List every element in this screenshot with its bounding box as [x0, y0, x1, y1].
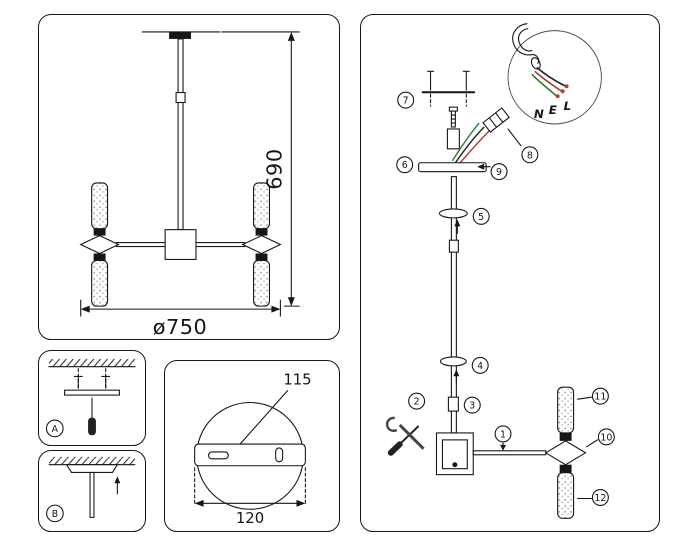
threaded-stud	[448, 106, 458, 128]
wire-ends	[531, 66, 569, 99]
canopy	[65, 464, 119, 473]
svg-text:2: 2	[414, 397, 420, 408]
left-lamp-pair	[79, 182, 120, 307]
mounting-screws	[73, 375, 111, 389]
height-dimension	[221, 31, 300, 307]
panel-overview: 690 ø750	[38, 14, 340, 340]
diameter-dimension	[80, 299, 281, 317]
step-a-label: A	[52, 424, 59, 435]
stem-rod	[177, 38, 184, 231]
deco-ring-lower	[439, 356, 467, 367]
wire-label-e: E	[549, 103, 557, 117]
width-dimension	[194, 467, 306, 507]
leader-10	[585, 439, 598, 448]
panel-step-b: B	[38, 450, 146, 532]
wire-label-l: L	[564, 99, 572, 113]
canopy	[169, 31, 191, 39]
stem-rod	[89, 471, 95, 518]
diameter-label: ø750	[153, 315, 208, 339]
panel-step-a: A	[38, 350, 146, 446]
safety-hook-icon	[512, 23, 541, 70]
ceiling-hatch	[49, 456, 135, 465]
svg-text:6: 6	[402, 160, 408, 171]
callout-2: 2	[408, 392, 426, 410]
svg-text:10: 10	[600, 432, 612, 443]
svg-text:11: 11	[594, 392, 606, 403]
plate-width-label: 120	[236, 510, 264, 527]
bracket-drawing: 115 120	[194, 372, 312, 527]
left-arm	[115, 242, 167, 248]
bracket-slot	[207, 451, 229, 460]
arrow-down-1	[500, 442, 507, 451]
panel-assembly: N E L	[360, 14, 660, 532]
bracket-hole	[275, 447, 284, 463]
center-hub	[164, 229, 197, 260]
callout-6: 6	[396, 156, 414, 174]
step-b-drawing: B	[46, 456, 136, 523]
panel-mount-bracket: 115 120	[164, 360, 340, 532]
height-label: 690	[262, 148, 286, 189]
callout-8: 8	[521, 146, 539, 164]
step-a-badge: A	[45, 419, 64, 438]
step-b-badge: B	[46, 504, 64, 523]
callout-12: 12	[591, 489, 609, 506]
rod-coupler	[175, 92, 186, 104]
callout-4: 4	[471, 356, 489, 374]
svg-text:3: 3	[469, 401, 475, 412]
callout-7: 7	[397, 91, 415, 109]
hole-spacing-label: 115	[283, 372, 311, 389]
chandelier-overview-drawing: 690 ø750	[79, 31, 300, 339]
terminal-block	[482, 107, 510, 133]
tools-icon	[385, 416, 425, 456]
svg-text:7: 7	[403, 96, 409, 107]
right-lamp-pair	[241, 182, 282, 307]
exploded-assembly-drawing: N E L	[385, 23, 615, 519]
leader-11	[577, 396, 592, 400]
svg-text:9: 9	[496, 167, 502, 178]
callout-9: 9	[490, 163, 508, 181]
rod-coupler	[448, 239, 459, 253]
push-up-arrow	[114, 476, 121, 495]
arrow-up-5	[454, 219, 461, 234]
callout-10: 10	[597, 428, 615, 446]
svg-text:1: 1	[500, 429, 506, 440]
lamp-column	[544, 386, 587, 519]
step-b-label: B	[52, 509, 58, 520]
deco-ring-upper	[438, 208, 468, 219]
right-arm	[194, 242, 246, 248]
arrow-up-4	[453, 369, 460, 384]
threaded-tube	[446, 128, 460, 150]
svg-text:8: 8	[527, 150, 533, 161]
callout-1: 1	[494, 425, 512, 443]
ceiling-screws	[421, 70, 476, 107]
screwdriver-icon	[88, 397, 96, 436]
mounting-bracket	[64, 389, 120, 396]
callout-3: 3	[463, 396, 481, 414]
callout-5: 5	[472, 207, 490, 225]
rod-adapter	[447, 396, 459, 412]
leader-8	[507, 128, 522, 147]
ceiling-hatch	[48, 358, 136, 367]
step-a-drawing: A	[45, 358, 136, 438]
wire-label-n: N	[534, 107, 544, 121]
svg-text:4: 4	[477, 361, 483, 372]
leader-115	[239, 390, 289, 445]
callout-11: 11	[591, 387, 609, 405]
wiring-detail-zoom: N E L	[507, 23, 602, 125]
svg-text:12: 12	[594, 493, 606, 504]
canopy	[418, 162, 487, 173]
arm-tube	[472, 450, 547, 456]
center-hub	[435, 432, 474, 476]
svg-text:5: 5	[478, 212, 484, 223]
side-screw-arrow	[477, 163, 491, 170]
